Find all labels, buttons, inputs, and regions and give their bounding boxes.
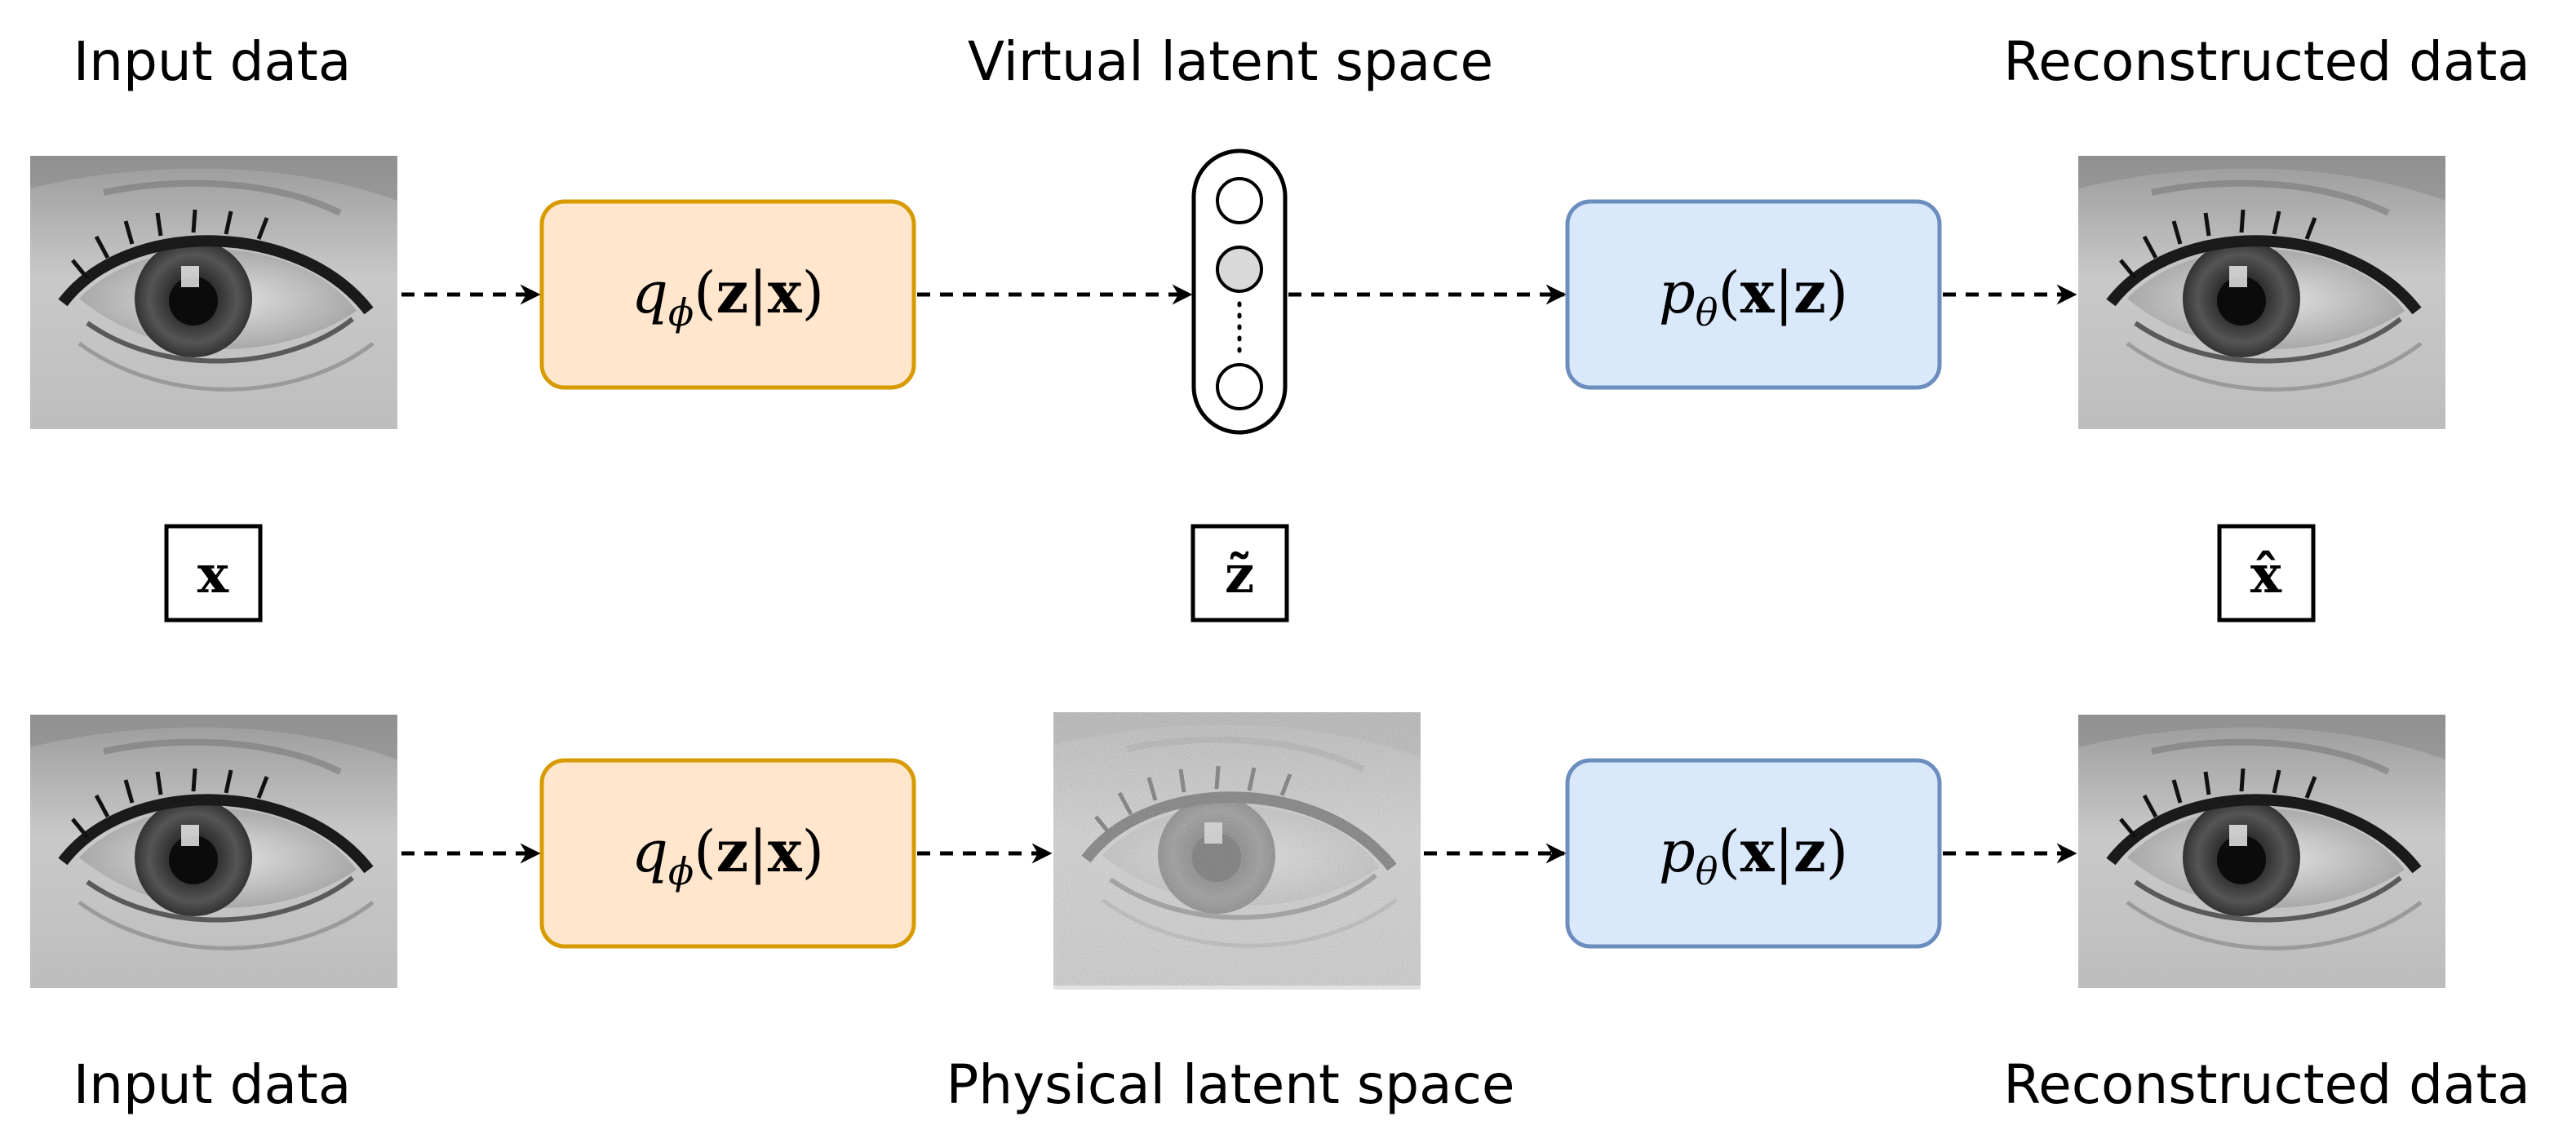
symbol-x-box: x	[164, 524, 263, 622]
top-encoder-formula: qϕ(z|x)	[632, 259, 824, 334]
latent-node-filled	[1216, 246, 1263, 293]
top-decoder-box: pθ(x|z)	[1565, 199, 1942, 390]
top-latent-label: Virtual latent space	[968, 30, 1493, 93]
physical-latent-noisy-image	[1053, 712, 1421, 990]
symbol-x-hat: x̂	[2250, 544, 2282, 605]
bottom-latent-label: Physical latent space	[946, 1053, 1514, 1116]
bottom-input-label: Input data	[73, 1053, 352, 1116]
symbol-x: x	[197, 544, 229, 605]
bottom-decoder-formula: pθ(x|z)	[1659, 817, 1848, 893]
top-recon-eye-image	[2078, 156, 2445, 429]
bottom-encoder-shape	[539, 758, 916, 949]
top-encoder-shape	[539, 199, 916, 390]
top-decoder-formula: pθ(x|z)	[1659, 259, 1848, 334]
top-input-eye-image	[30, 156, 397, 429]
top-decoder-shape	[1565, 199, 1942, 390]
latent-node-empty	[1216, 363, 1263, 410]
top-encoder-box: qϕ(z|x)	[539, 199, 916, 390]
symbol-z-tilde-box: z̃	[1190, 524, 1289, 622]
top-input-label: Input data	[73, 30, 352, 93]
symbol-z-tilde: z̃	[1225, 544, 1254, 605]
bottom-recon-label: Reconstructed data	[2003, 1053, 2530, 1116]
top-recon-label: Reconstructed data	[2003, 30, 2530, 93]
virtual-latent-vector	[1191, 148, 1288, 435]
symbol-x-hat-box: x̂	[2217, 524, 2316, 622]
bottom-encoder-box: qϕ(z|x)	[539, 758, 916, 949]
bottom-decoder-box: pθ(x|z)	[1565, 758, 1942, 949]
bottom-input-eye-image	[30, 715, 397, 988]
bottom-decoder-shape	[1565, 758, 1942, 949]
bottom-encoder-formula: qϕ(z|x)	[632, 817, 824, 893]
bottom-recon-eye-image	[2078, 715, 2445, 988]
latent-node-empty	[1216, 177, 1263, 224]
